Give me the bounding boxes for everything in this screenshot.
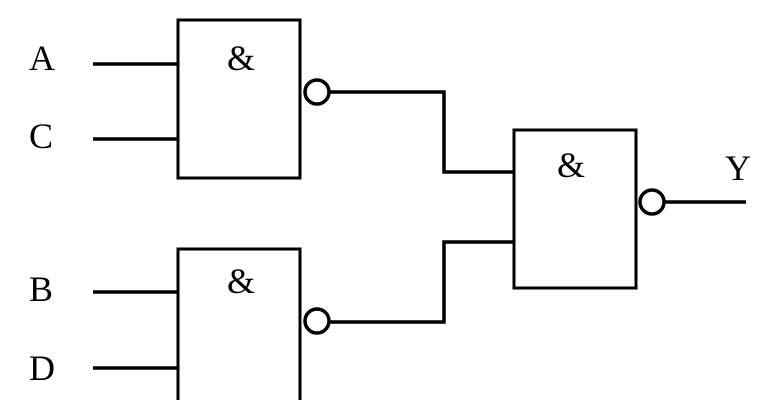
- gate-1-and-symbol: &: [227, 38, 255, 78]
- wire-gate2-to-gate3: [329, 240, 514, 324]
- wire-gate1-to-gate3: [329, 90, 514, 174]
- gate-3-body: [512, 128, 638, 290]
- gate-1-inversion-bubble: [303, 78, 331, 106]
- input-label-a: A: [29, 38, 55, 78]
- gate-2-and-symbol: &: [227, 261, 255, 301]
- input-label-d: D: [29, 348, 55, 388]
- input-label-b: B: [29, 269, 53, 309]
- gate-2-inversion-bubble: [303, 307, 331, 335]
- gate-1-body: [176, 18, 302, 180]
- nand-gate-2: &: [176, 247, 331, 400]
- gate-3-inversion-bubble: [638, 188, 666, 216]
- gate-3-and-symbol: &: [557, 145, 585, 185]
- nand-gate-3: &: [512, 128, 666, 290]
- gate-2-body: [176, 247, 302, 400]
- input-label-c: C: [29, 116, 53, 156]
- output-label-y: Y: [725, 148, 751, 188]
- nand-gate-1: &: [176, 18, 331, 180]
